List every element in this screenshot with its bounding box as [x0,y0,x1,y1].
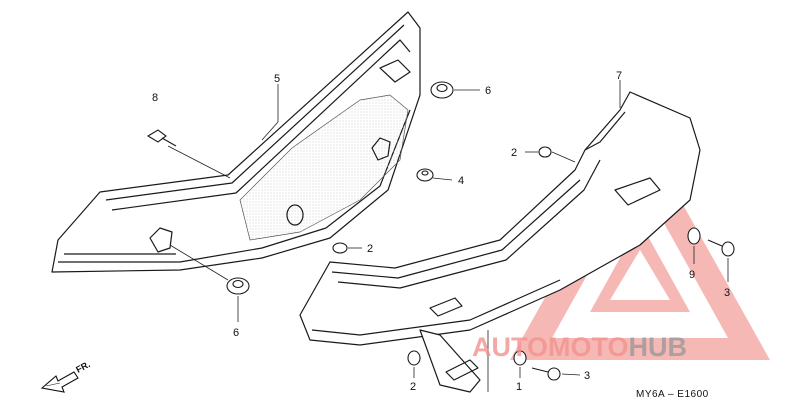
callout-2-bottom: 2 [410,381,416,393]
callout-9: 9 [689,269,695,281]
figure-code: MY6A – E1600 [636,389,709,400]
callout-5: 5 [274,73,280,85]
washer-2-left [332,242,348,254]
collar-1 [513,350,527,366]
watermark-moto: MOTO [548,332,629,362]
callout-labels: 8 5 6 4 2 6 7 2 9 3 2 1 3 [152,70,730,393]
left-side-cover [51,11,421,273]
callout-2-left: 2 [367,243,373,255]
direction-label: FR. [74,359,91,375]
right-side-cover [299,91,701,393]
washer-2-right [538,146,552,158]
bolt-8 [146,129,177,147]
grommet-6-top [430,81,454,99]
callout-6-top: 6 [485,85,491,97]
watermark-triangle-hole [610,250,670,300]
leader-lines [167,80,729,392]
callout-8: 8 [152,92,158,104]
callout-1: 1 [516,381,522,393]
callout-2-right: 2 [511,147,517,159]
front-arrow-icon: FR. [40,359,92,393]
watermark-text: AUTOMOTOHUB [472,332,687,362]
watermark-auto: AUTO [472,332,548,362]
callout-4: 4 [458,175,464,187]
collar-4 [416,168,434,182]
callout-6-bottom: 6 [233,327,239,339]
collar-9 [687,227,701,245]
screw-3-bottom [531,367,561,381]
watermark-hub: HUB [629,332,688,362]
callout-7: 7 [616,70,622,82]
screw-3-right [707,239,735,257]
callout-3-bottom: 3 [584,370,590,382]
grommet-6-bottom [226,277,250,295]
washer-2-bottom [407,350,421,366]
callout-3-right: 3 [724,287,730,299]
hardware-parts [146,81,735,381]
